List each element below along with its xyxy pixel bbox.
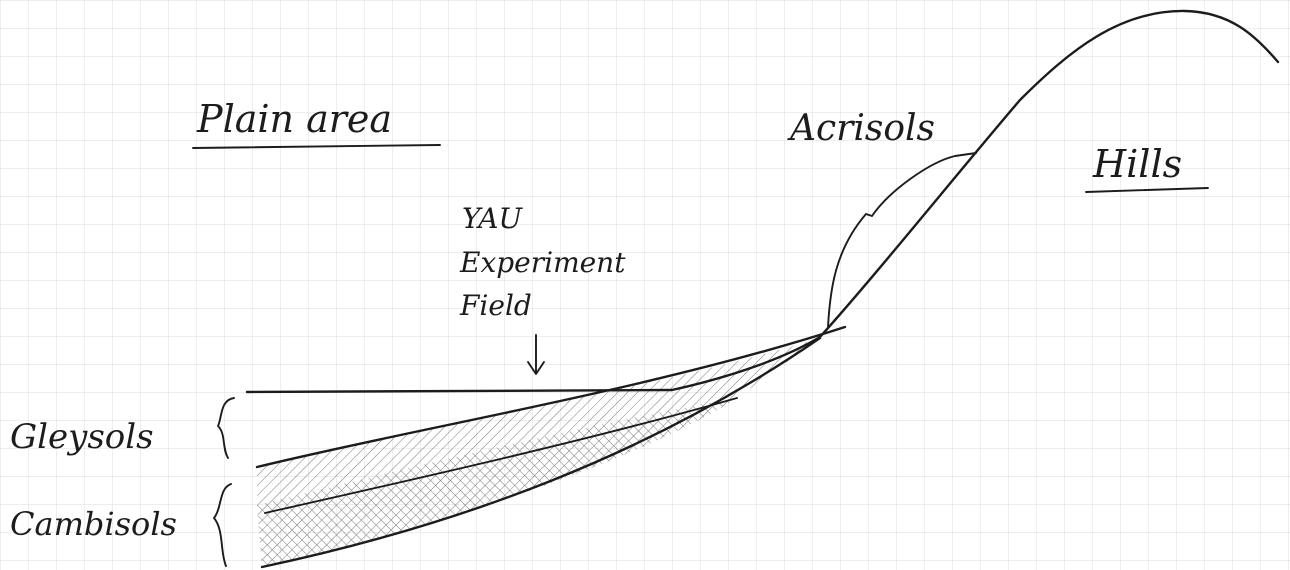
plain-area-label: Plain area bbox=[196, 97, 392, 141]
field-label-line-1: YAU bbox=[462, 202, 524, 235]
cambisols-label: Cambisols bbox=[10, 505, 177, 543]
gleysols-label: Gleysols bbox=[10, 417, 154, 457]
acrisols-label: Acrisols bbox=[787, 108, 935, 149]
field-label-line-3: Field bbox=[459, 289, 532, 322]
field-label-line-2: Experiment bbox=[459, 246, 626, 279]
hills-label: Hills bbox=[1092, 142, 1182, 186]
